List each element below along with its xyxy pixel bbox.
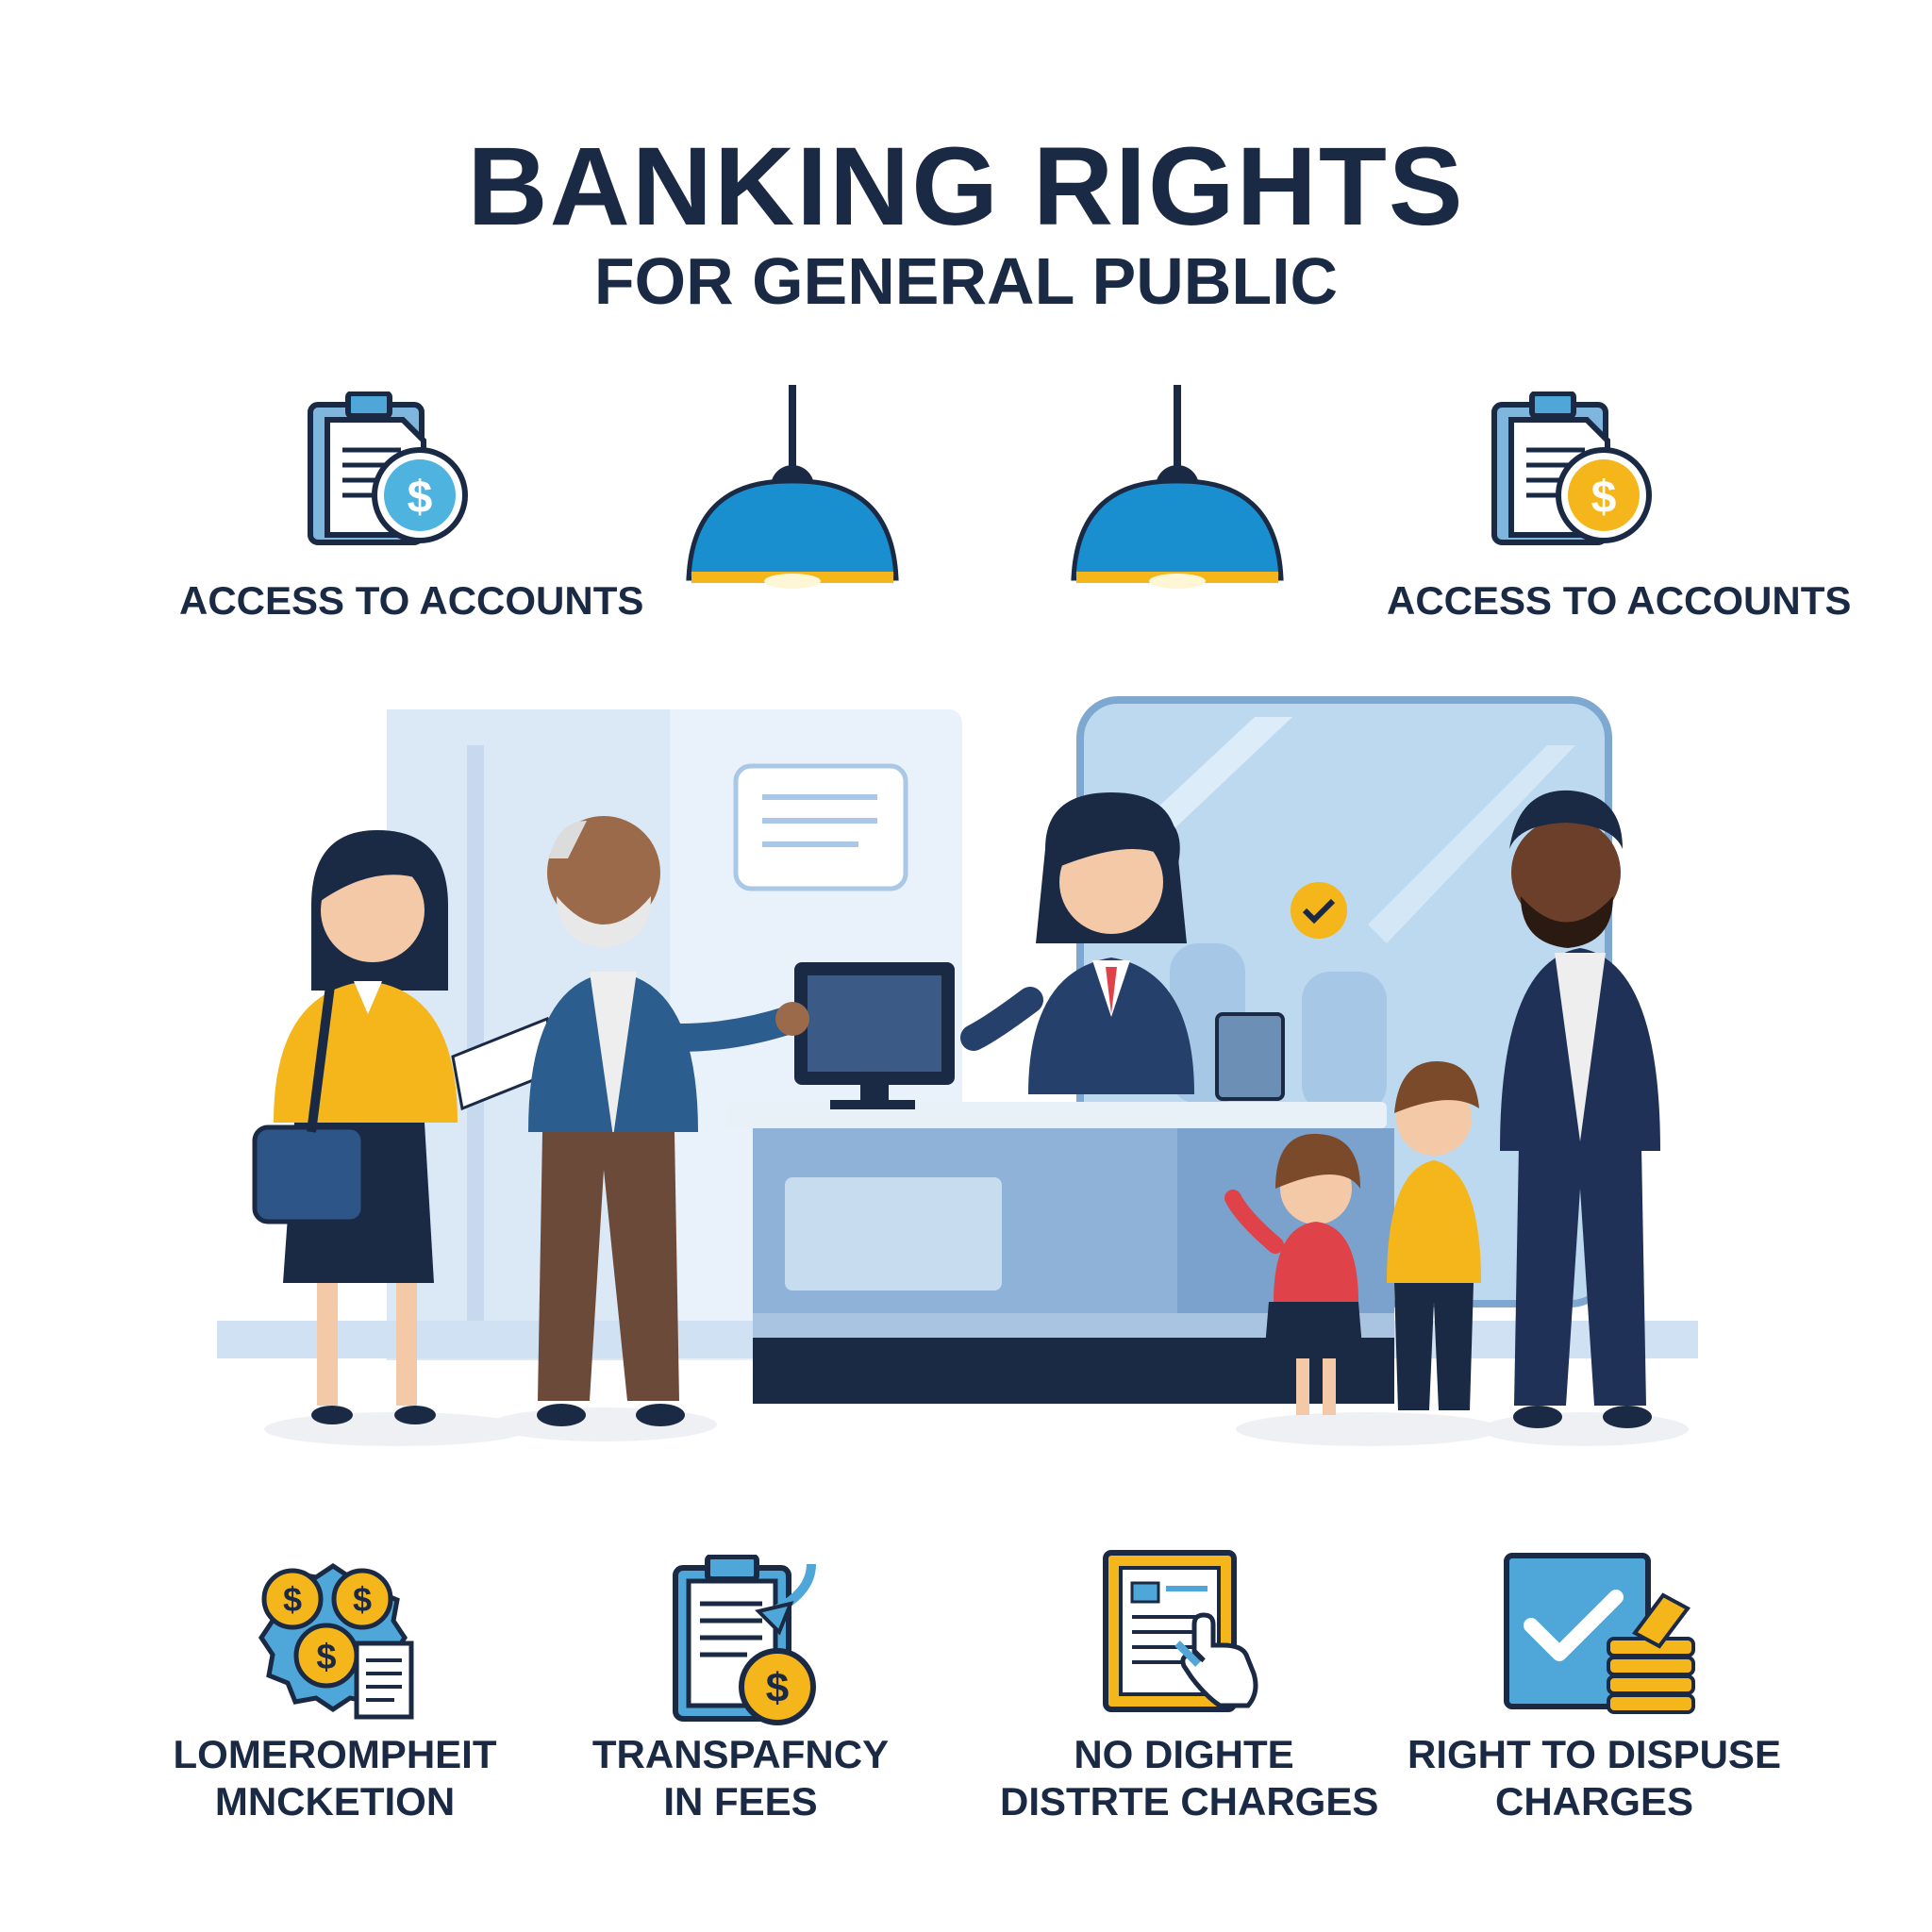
bottom-right-2-line2: IN FEES bbox=[663, 1779, 818, 1824]
pendant-lamp-icon bbox=[686, 385, 899, 589]
document-dollar-icon: $ bbox=[1491, 391, 1652, 545]
document-dollar-icon: $ bbox=[308, 391, 468, 545]
svg-text:$: $ bbox=[766, 1665, 789, 1711]
document-hand-icon bbox=[1103, 1550, 1258, 1712]
bottom-right-4-line1: RIGHT TO DISPUSE bbox=[1407, 1732, 1781, 1776]
bottom-right-4-line2: CHARGES bbox=[1494, 1779, 1694, 1824]
bottom-right-label-1: LOMEROMPHEIT MNCKETION bbox=[151, 1731, 519, 1825]
checkbox-coins-icon bbox=[1504, 1553, 1695, 1714]
bottom-right-2-line1: TRANSPAFNCY bbox=[591, 1732, 890, 1776]
pendant-lamp-icon bbox=[1071, 385, 1284, 589]
bottom-right-1-line2: MNCKETION bbox=[214, 1779, 456, 1824]
svg-text:$: $ bbox=[316, 1638, 336, 1677]
bottom-right-3-line2: DISTRTE CHARGES bbox=[1000, 1779, 1379, 1824]
page-title: BANKING RIGHTS bbox=[467, 125, 1465, 249]
bottom-right-1-line1: LOMEROMPHEIT bbox=[173, 1732, 497, 1776]
svg-text:$: $ bbox=[408, 473, 433, 523]
bottom-right-label-2: TRANSPAFNCY IN FEES bbox=[557, 1731, 924, 1825]
bottom-right-label-3: NO DIGHTE DISTRTE CHARGES bbox=[1000, 1731, 1379, 1825]
bottom-right-label-4: RIGHT TO DISPUSE CHARGES bbox=[1406, 1731, 1783, 1825]
bottom-right-3-line1: NO DIGHTE bbox=[1074, 1732, 1294, 1776]
page-subtitle: FOR GENERAL PUBLIC bbox=[593, 244, 1339, 318]
top-right-label-1: ACCESS TO ACCOUNTS bbox=[179, 578, 644, 623]
svg-text:$: $ bbox=[353, 1580, 372, 1619]
clipboard-dollar-icon: $ bbox=[673, 1555, 816, 1725]
svg-text:$: $ bbox=[283, 1580, 302, 1619]
top-right-label-2: ACCESS TO ACCOUNTS bbox=[1387, 578, 1852, 623]
coins-document-icon: $ $ $ bbox=[258, 1562, 414, 1720]
svg-text:$: $ bbox=[1591, 473, 1617, 523]
